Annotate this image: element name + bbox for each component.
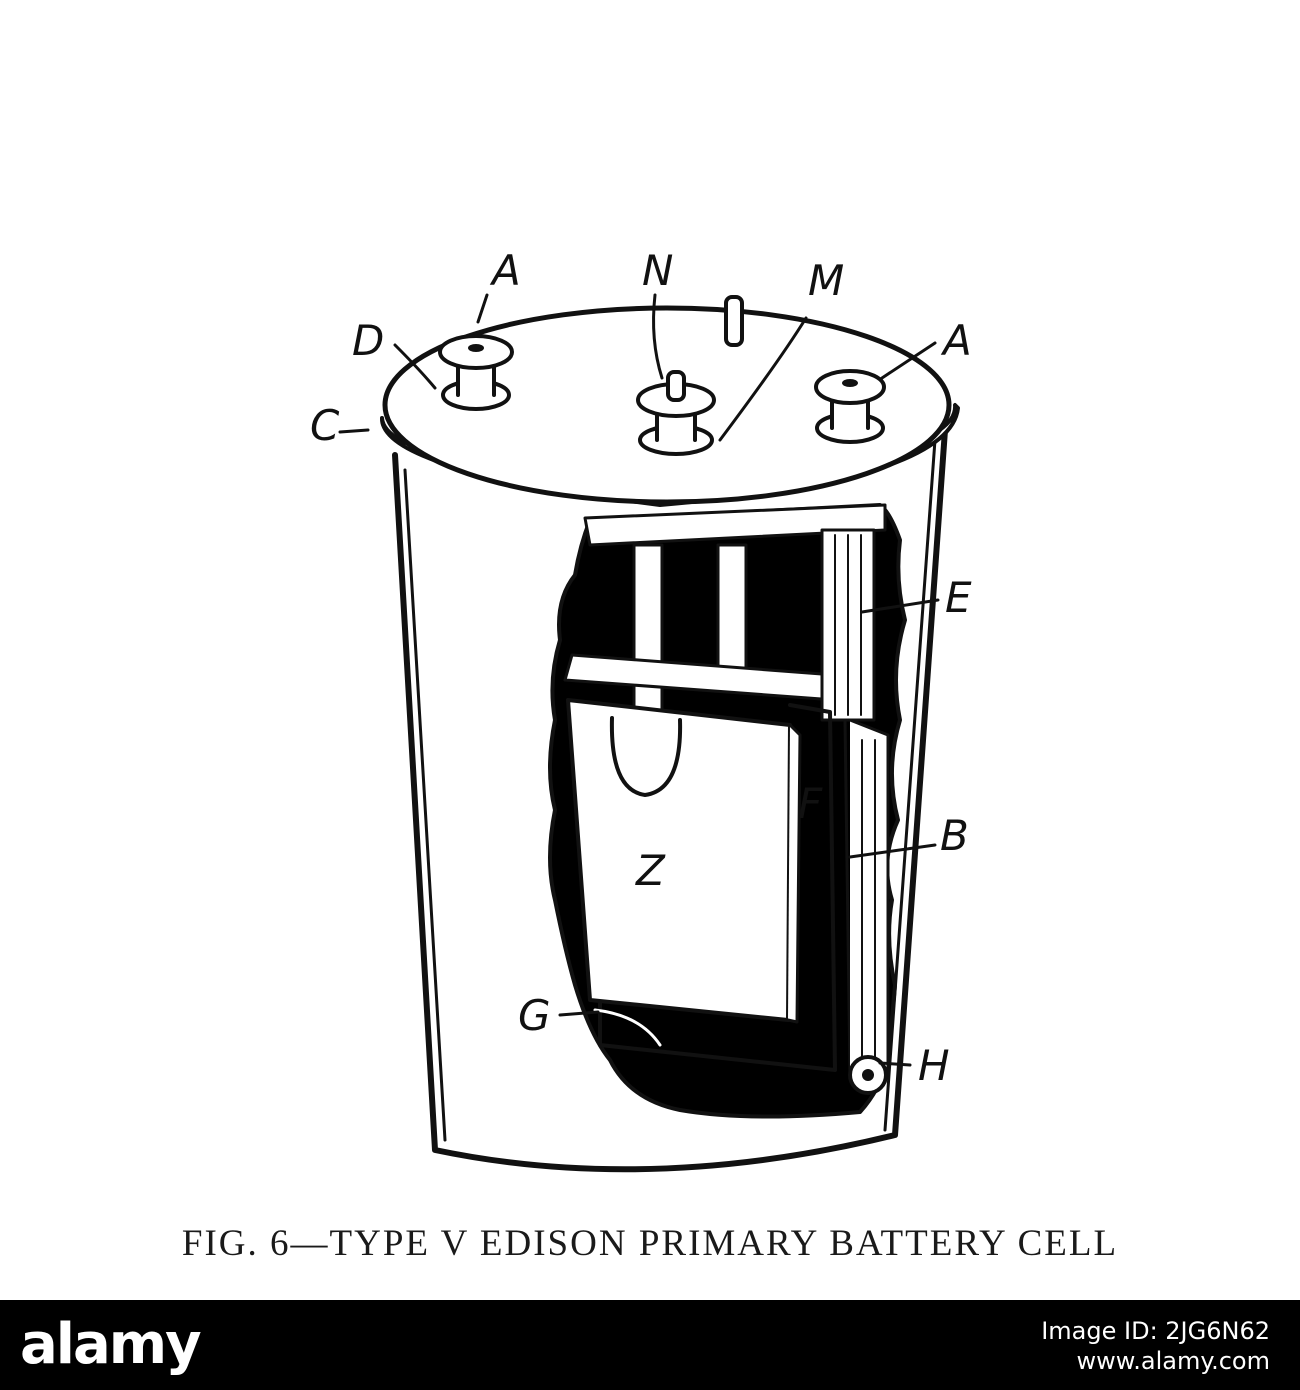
label-c: C bbox=[310, 401, 340, 450]
label-h: H bbox=[918, 1041, 950, 1090]
figure-caption: FIG. 6—TYPE V EDISON PRIMARY BATTERY CEL… bbox=[181, 1223, 1119, 1264]
image-id-text: Image ID: 2JG6N62 bbox=[1041, 1317, 1270, 1345]
zinc-rod-right bbox=[716, 543, 748, 677]
label-n: N bbox=[642, 246, 673, 295]
label-z: Z bbox=[635, 846, 666, 895]
frame-f bbox=[598, 703, 837, 1072]
label-m: M bbox=[808, 256, 844, 305]
stock-info: Image ID: 2JG6N62 www.alamy.com bbox=[1041, 1316, 1270, 1376]
label-f: F bbox=[798, 779, 823, 828]
watermark-bar: alamy Image ID: 2JG6N62 www.alamy.com bbox=[0, 1300, 1300, 1390]
jar-body bbox=[392, 427, 948, 1173]
terminal-a-left bbox=[438, 334, 514, 411]
label-a-right: A bbox=[940, 316, 972, 365]
zinc-rod-left bbox=[632, 543, 664, 717]
label-e: E bbox=[945, 573, 972, 622]
label-g: G bbox=[518, 991, 551, 1040]
terminal-center bbox=[636, 370, 716, 456]
label-b: B bbox=[940, 811, 969, 860]
battery-cell-figure: A N M A D C E F B Z G H bbox=[310, 246, 972, 1173]
label-a-left: A bbox=[489, 246, 521, 295]
battery-cell-drawing: A N M A D C E F B Z G H bbox=[310, 246, 972, 1173]
terminal-a-right bbox=[814, 369, 886, 444]
label-d: D bbox=[352, 316, 384, 365]
alamy-logo: alamy bbox=[20, 1312, 202, 1377]
site-url-text: www.alamy.com bbox=[1076, 1347, 1270, 1375]
